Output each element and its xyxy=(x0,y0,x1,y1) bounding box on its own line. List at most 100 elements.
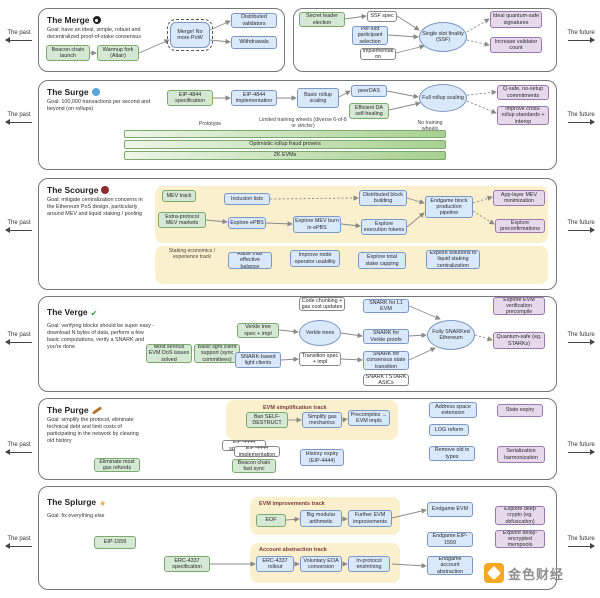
explore-deep-crypto: Explore deep crypto (eg. obfuscation) xyxy=(495,506,545,525)
the-past-marker: The past xyxy=(3,30,35,43)
erc-4337-specification: ERC-4337 specification xyxy=(164,556,210,572)
quantum-safe-starks: Quantum-safe (eg. STARKs) xyxy=(493,332,545,349)
beacon-chain-launch: Beacon chain launch xyxy=(46,45,90,61)
remove-old-tx-types: Remove old tx types xyxy=(429,446,475,461)
eip-4844-specification: EIP-4844 specification xyxy=(167,90,213,106)
warmup-fork-altair: Warmup fork (Altair) xyxy=(97,45,139,61)
the-past-marker: The past xyxy=(3,220,35,233)
in-protocol-enshrining: In-protocol enshrining xyxy=(348,556,390,572)
improve-cross-rollup-standards-interop: Improve cross-rollup standards + interop xyxy=(497,106,549,125)
section-goal-merge: Goal: have an ideal, simple, robust and … xyxy=(47,27,142,41)
right-arrow-icon xyxy=(568,542,595,549)
single-slot-finality: Single slot finality (SSF) xyxy=(419,22,467,52)
inclusion-lists: Inclusion lists xyxy=(224,193,270,205)
section-the-purge: The Purge Goal: simplify the protocol, e… xyxy=(38,398,557,480)
explore-total-stake-capping: Explore total stake capping xyxy=(358,252,406,269)
left-arrow-icon xyxy=(5,118,32,125)
endgame-block-production-pipeline: Endgame block production pipeline xyxy=(425,196,473,218)
ban-self-destruct: Ban SELF-DESTRUCT xyxy=(246,412,288,428)
the-past-label: The past xyxy=(7,220,31,226)
distributed-validators: Distributed validators xyxy=(231,13,277,28)
section-the-surge: The Surge Goal: 100,000 transactions per… xyxy=(38,80,557,170)
precompiles-to-evm-impls: Precompiles → EVM impls xyxy=(348,410,390,426)
the-future-marker: The future xyxy=(565,30,597,43)
the-future-label: The future xyxy=(567,536,595,542)
simplify-gas-mechanics: Simplify gas mechanics xyxy=(302,412,342,428)
zk-evms-bar: ZK EVMs xyxy=(124,151,446,160)
section-goal-verge: Goal: verifying blocks should be super e… xyxy=(47,323,155,351)
the-future-label: The future xyxy=(567,332,595,338)
snark-for-verkle-proofs: SNARK for Verkle proofs xyxy=(363,329,409,344)
account-abstraction-track-label: Account abstraction track xyxy=(259,546,327,553)
evm-improvements-track-label: EVM improvements track xyxy=(259,500,325,507)
efficient-da-self-healing: Efficient DA self-healing xyxy=(349,103,389,119)
section-title-surge: The Surge xyxy=(47,87,89,97)
endgame-eip-1559: Endgame EIP-1559 xyxy=(427,532,473,547)
per-slot-participant-selection: Per-slot participant selection xyxy=(352,26,388,45)
eip-4444-implementation: EIP-4444 implementation xyxy=(234,446,280,457)
section-goal-surge: Goal: 100,000 transactions per second an… xyxy=(47,99,151,113)
the-past-label: The past xyxy=(7,442,31,448)
ideal-quantum-safe-signatures: Ideal quantum-safe signatures xyxy=(490,11,542,28)
no-training-wheels-label: No training wheels xyxy=(417,120,443,132)
staking-economics-track-area xyxy=(155,246,548,284)
eip-1559: EIP-1559 xyxy=(94,536,136,549)
section-the-merge-right xyxy=(293,8,557,72)
snark-for-l1-evm: SNARK for L1 EVM xyxy=(363,299,409,313)
full-rollup-scaling: Full rollup scaling xyxy=(419,84,467,112)
right-arrow-icon xyxy=(568,448,595,455)
eof: EOF xyxy=(256,514,286,527)
verkle-trees: Verkle trees xyxy=(299,320,341,346)
endgame-evm: Endgame EVM xyxy=(427,502,473,517)
right-arrow-icon xyxy=(568,36,595,43)
the-past-label: The past xyxy=(7,332,31,338)
left-arrow-icon xyxy=(5,542,32,549)
section-title-verge: The Verge xyxy=(47,307,88,317)
left-arrow-icon xyxy=(5,226,32,233)
eip-4844-implementation: EIP-4844 implementation xyxy=(231,90,277,106)
explore-mev-burn-in-epbs: Explore MEV burn in ePBS xyxy=(293,216,341,233)
explore-delay-encrypted-mempools: Explore delay-encrypted mempools xyxy=(495,530,545,548)
section-goal-splurge: Goal: fix everything else xyxy=(47,513,105,519)
voluntary-eoa-conversion: Voluntary EOA conversion xyxy=(300,556,342,572)
the-future-label: The future xyxy=(567,220,595,226)
right-arrow-icon xyxy=(568,226,595,233)
staking-economics-track-label: Staking economics / experience track xyxy=(168,248,216,260)
the-future-marker: The future xyxy=(565,112,597,125)
section-title-splurge: The Splurge xyxy=(47,497,97,507)
q-safe-no-setup-commitments: Q-safe, no-setup commitments xyxy=(497,85,549,100)
section-goal-purge: Goal: simplify the protocol, eliminate t… xyxy=(47,417,139,445)
sparkle-icon xyxy=(99,493,106,511)
section-title-scourge: The Scourge xyxy=(47,185,99,195)
verkle-tree-spec-impl: Verkle tree spec + impl xyxy=(237,323,279,338)
raise-max-effective-balance: Raise max effective balance xyxy=(228,252,272,269)
golden-finance-logo-icon xyxy=(484,563,504,583)
ssf-spec: SSF spec xyxy=(367,11,397,22)
the-future-label: The future xyxy=(567,442,595,448)
beacon-chain-fast-sync: Beacon chain fast sync xyxy=(232,459,276,473)
the-past-label: The past xyxy=(7,536,31,542)
distributed-block-building: Distributed block building xyxy=(359,190,407,206)
explore-preconfirmations: Explore preconfirmations xyxy=(495,219,545,233)
the-future-marker: The future xyxy=(565,536,597,549)
withdrawals: Withdrawals xyxy=(231,36,277,49)
panda-icon xyxy=(92,16,101,24)
further-evm-improvements: Further EVM improvements xyxy=(348,510,392,527)
mev-track-area xyxy=(155,186,548,243)
explore-epbs: Explore ePBS xyxy=(228,217,266,229)
right-arrow-icon xyxy=(568,118,595,125)
erc-4337-rollout: ERC-4337 rollout xyxy=(256,556,294,572)
extra-protocol-mev-markets: Extra-protocol MEV markets xyxy=(158,212,206,228)
endgame-account-abstraction: Endgame account abstraction xyxy=(427,556,473,575)
the-past-marker: The past xyxy=(3,112,35,125)
watermark-text: 金色财经 xyxy=(508,566,565,582)
section-the-merge: The Merge Goal: have an ideal, simple, r… xyxy=(38,8,285,72)
section-the-scourge: The Scourge Goal: mitigate centralizatio… xyxy=(38,178,557,290)
basic-rollup-scaling: Basic rollup scaling xyxy=(297,88,339,108)
snark-stark-asics: SNARK / STARK ASICs xyxy=(363,374,409,386)
the-past-marker: The past xyxy=(3,442,35,455)
improve-node-operator-usability: Improve node operator usability xyxy=(290,250,340,267)
the-future-label: The future xyxy=(567,30,595,36)
evm-simplification-track-label: EVM simplification track xyxy=(263,404,327,411)
